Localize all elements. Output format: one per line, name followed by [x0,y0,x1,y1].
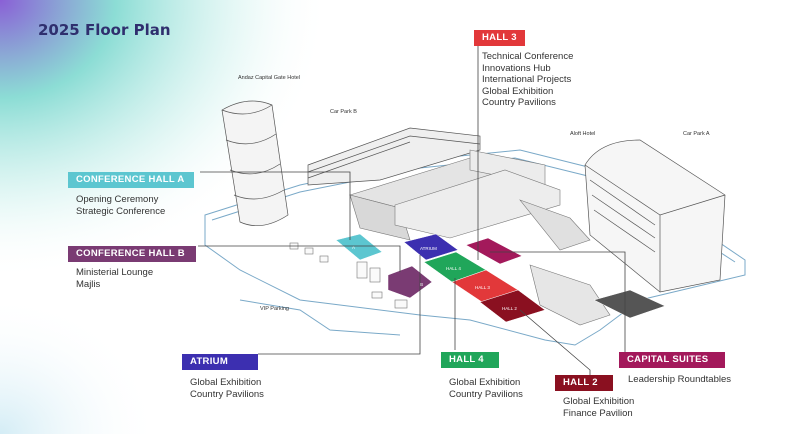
hall-4-tag: HALL 4 [441,352,499,368]
place-vip-parking: VIP Parking [260,306,289,312]
map-label-a: A [352,245,355,250]
andaz-tower [221,100,289,227]
capital-suites-description: Leadership Roundtables [628,374,731,386]
exhibition-buildings [348,149,611,326]
hall-3-line: Innovations Hub [482,62,551,74]
map-dark-lot [593,289,666,319]
conference-hall-a-line: Strategic Conference [76,205,166,217]
map-label-hall2: HALL 2 [502,306,517,311]
place-andaz: Andaz Capital Gate Hotel [238,75,301,81]
conference-hall-b-tag: CONFERENCE HALL B [68,246,196,262]
leader-lines [198,45,626,375]
hall-4-line: Global Exhibition [449,377,521,388]
capital-suites-line: Leadership Roundtables [628,374,731,385]
capital-suites-tag: CAPITAL SUITES [619,352,725,368]
leader-hall-a [200,171,351,240]
map-hall-a [335,233,383,261]
conference-hall-a-line: Opening Ceremony [76,194,159,205]
leader-capital [490,251,626,352]
leader-hall-b [198,245,401,272]
place-car-park-b: Car Park B [330,109,357,115]
hall-2-tag: HALL 2 [555,375,613,391]
place-car-park-a: Car Park A [683,131,710,137]
conference-hall-a-tag: CONFERENCE HALL A [68,172,194,188]
conference-hall-b-description: Ministerial Lounge Majlis [76,267,153,290]
hall-3-line: Country Pavilions [482,97,556,108]
hall-4-description: Global Exhibition Country Pavilions [449,377,523,400]
map-label-b: B [420,282,423,287]
map-atrium [403,233,459,261]
conference-hall-b-line: Ministerial Lounge [76,267,154,278]
hall-3-line: International Projects [482,74,572,85]
atrium-line: Country Pavilions [190,388,264,400]
conference-hall-b-line: Majlis [76,278,101,290]
hall-2-line: Global Exhibition [563,396,635,407]
hall-3-tag: HALL 3 [474,30,525,46]
atrium-line: Global Exhibition [190,377,262,388]
place-aloft: Aloft Hotel [570,131,596,137]
hall-4-line: Country Pavilions [449,388,523,400]
conference-hall-a-description: Opening Ceremony Strategic Conference [76,194,165,217]
atrium-description: Global Exhibition Country Pavilions [190,377,264,400]
hall-2-description: Global Exhibition Finance Pavilion [563,396,634,419]
leader-hall2 [519,309,591,375]
hall-2-line: Finance Pavilion [563,407,633,419]
map-label-atrium: ATRIUM [420,246,437,251]
map-label-hall4: HALL 4 [446,266,461,271]
map-capital-suites [465,237,523,265]
hall-3-line: Technical Conference [482,51,574,62]
hall-3-description: Technical Conference Innovations Hub Int… [482,51,573,109]
page-title: 2025 Floor Plan [38,21,171,39]
map-hall-b [387,265,433,299]
map-label-hall3: HALL 3 [475,285,490,290]
leader-atrium [258,255,421,355]
aloft-hotel [584,139,726,293]
map-hall2 [479,289,546,323]
atrium-tag: ATRIUM [182,354,258,370]
hall-3-line: Global Exhibition [482,85,554,97]
